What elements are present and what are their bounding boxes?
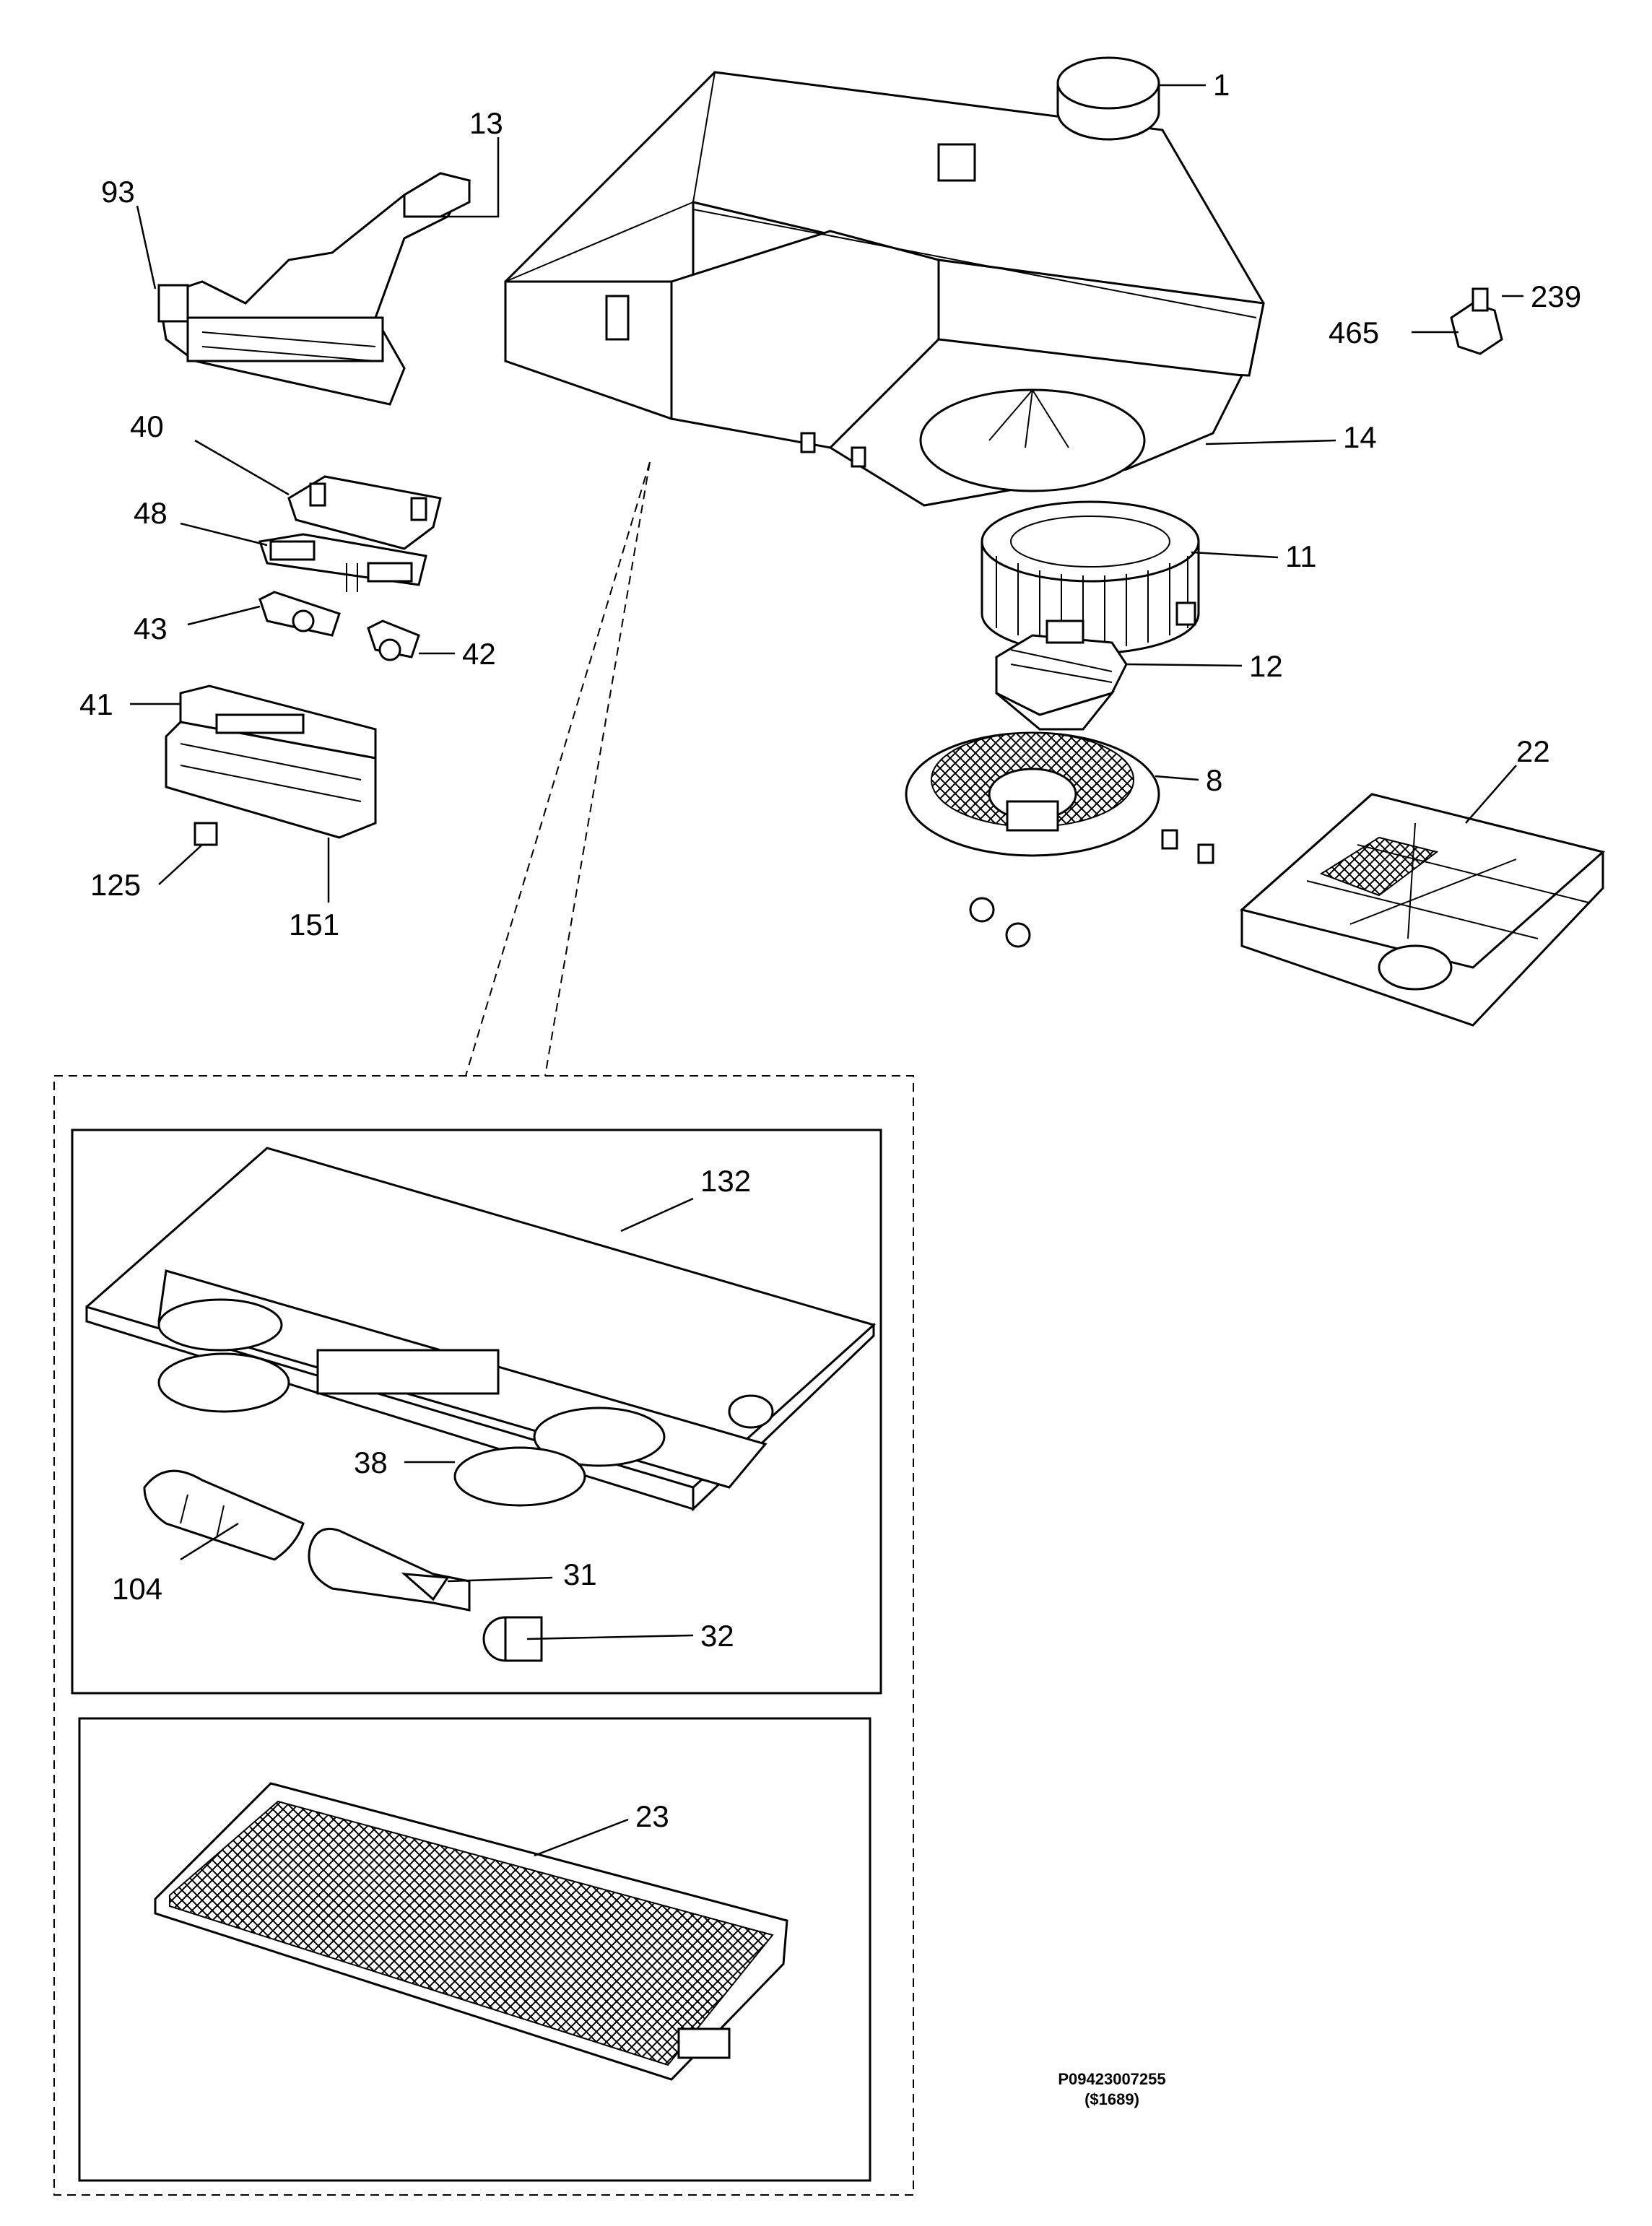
callout-12: 12 (1249, 649, 1283, 683)
callout-22: 22 (1516, 734, 1550, 768)
switch-bracket-part-40 (287, 475, 442, 550)
detail-leader (53, 461, 914, 2196)
control-panel-part-41-151 (165, 684, 377, 846)
control-housing-part-13-93 (157, 172, 471, 406)
nuts-and-screws (969, 829, 1214, 948)
duct-collar-part-1 (1056, 56, 1160, 141)
callout-32: 32 (700, 1619, 734, 1653)
switch-knob-part-43 (258, 591, 341, 637)
callout-23: 23 (635, 1799, 669, 1833)
blower-housing-part-8 (905, 731, 1160, 857)
callout-43: 43 (134, 612, 168, 645)
callout-104: 104 (112, 1572, 162, 1606)
callout-1: 1 (1213, 68, 1230, 102)
inset-box-filter (78, 1717, 871, 2182)
callout-13: 13 (469, 106, 503, 140)
callout-93: 93 (101, 175, 135, 209)
callout-labels: 1 13 93 239 465 40 14 48 11 43 42 12 41 … (79, 68, 1581, 1833)
lens-part-38 (453, 1446, 586, 1507)
callout-465: 465 (1329, 316, 1379, 349)
hood-body-part-14 (504, 71, 1265, 507)
callout-151: 151 (289, 908, 339, 942)
switch-knob-part-42 (367, 619, 420, 661)
callout-38: 38 (354, 1445, 388, 1479)
callout-14: 14 (1343, 420, 1377, 454)
callout-31: 31 (563, 1557, 597, 1591)
callout-239: 239 (1531, 279, 1581, 313)
callout-11: 11 (1285, 539, 1317, 573)
reference-code: P09423007255 (1058, 2070, 1165, 2088)
motor-part-12 (995, 619, 1128, 731)
reference-price-code: ($1689) (1084, 2090, 1139, 2108)
leader-lines (130, 84, 1523, 1857)
inset-box-lighting (71, 1129, 882, 1695)
callout-40: 40 (130, 409, 164, 443)
filter-tray-part-22 (1239, 793, 1606, 1027)
clip-part-239-465 (1450, 287, 1503, 355)
callout-8: 8 (1206, 763, 1222, 797)
callout-48: 48 (134, 496, 168, 530)
callout-41: 41 (79, 687, 113, 721)
nut-near-11 (1175, 601, 1196, 626)
blower-wheel-part-11 (981, 500, 1200, 655)
callout-132: 132 (700, 1164, 751, 1198)
callout-42: 42 (462, 637, 496, 671)
charcoal-filter-part-23 (154, 1782, 788, 2081)
callout-125: 125 (90, 868, 141, 902)
switch-board-part-48 (258, 533, 427, 592)
lamp-part-31 (308, 1528, 471, 1612)
lamp-cover-part-104 (143, 1469, 305, 1561)
